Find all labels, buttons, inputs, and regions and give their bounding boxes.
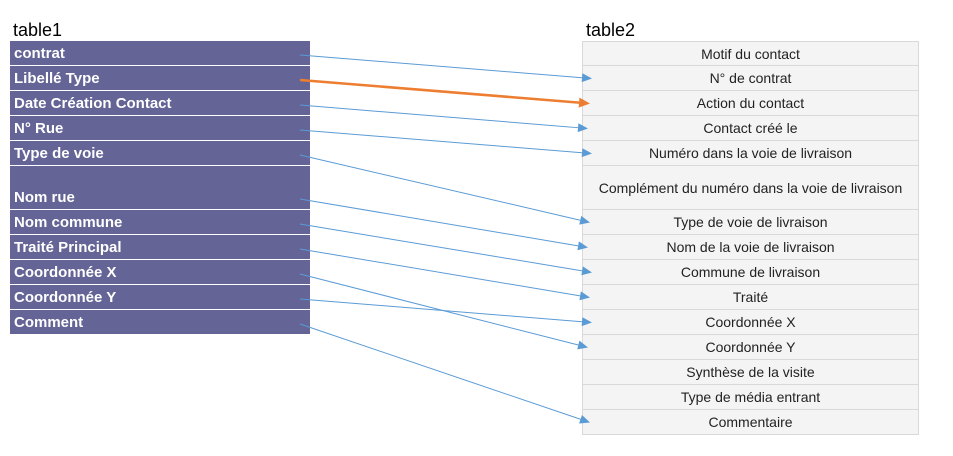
table1-title: table1	[13, 20, 63, 40]
arrowhead-icon	[577, 241, 588, 251]
mapping-arrow-line	[299, 129, 583, 154]
source-field-comment[interactable]: Comment	[10, 310, 310, 335]
source-field-type-de-voie[interactable]: Type de voie	[10, 141, 310, 166]
target-field-complement-numero-voie[interactable]: Complément du numéro dans la voie de liv…	[582, 166, 919, 210]
target-field-action-du-contact[interactable]: Action du contact	[582, 91, 919, 116]
target-field-motif-du-contact[interactable]: Motif du contact	[582, 41, 919, 66]
target-field-commentaire[interactable]: Commentaire	[582, 410, 919, 435]
arrowhead-icon	[581, 266, 592, 276]
source-table: contrat Libellé Type Date Création Conta…	[10, 41, 310, 335]
mapping-arrow-line	[299, 248, 581, 297]
target-field-coordonnee-x[interactable]: Coordonnée X	[582, 310, 919, 335]
arrowhead-icon	[581, 148, 592, 158]
arrowhead-icon	[579, 415, 590, 424]
mapping-arrow-line	[299, 54, 583, 79]
target-field-type-media-entrant[interactable]: Type de média entrant	[582, 385, 919, 410]
target-field-numero-voie-livraison[interactable]: Numéro dans la voie de livraison	[582, 141, 919, 166]
arrowhead-icon	[578, 97, 590, 108]
target-field-commune-livraison[interactable]: Commune de livraison	[582, 260, 919, 285]
mapping-arrow-line	[299, 198, 579, 247]
source-field-date-creation-contact[interactable]: Date Création Contact	[10, 91, 310, 116]
arrowhead-icon	[579, 291, 590, 301]
arrowhead-icon	[579, 215, 590, 225]
source-field-nom-commune[interactable]: Nom commune	[10, 210, 310, 235]
source-field-traite-principal[interactable]: Traité Principal	[10, 235, 310, 260]
source-field-coordonnee-x[interactable]: Coordonnée X	[10, 260, 310, 285]
arrowhead-icon	[581, 317, 592, 327]
target-field-synthese-visite[interactable]: Synthèse de la visite	[582, 360, 919, 385]
arrowhead-icon	[577, 340, 588, 350]
target-table: Motif du contact N° de contrat Action du…	[582, 41, 919, 435]
source-field-libelle-type[interactable]: Libellé Type	[10, 66, 310, 91]
mapping-arrow-line	[299, 323, 581, 420]
mapping-arrow-line	[299, 298, 583, 323]
source-field-contrat[interactable]: contrat	[10, 41, 310, 66]
table2-title: table2	[586, 20, 636, 40]
arrowhead-icon	[577, 123, 588, 133]
target-field-contact-cree-le[interactable]: Contact créé le	[582, 116, 919, 141]
mapping-arrow-line	[299, 78, 580, 104]
source-field-numero-rue[interactable]: N° Rue	[10, 116, 310, 141]
source-field-coordonnee-y[interactable]: Coordonnée Y	[10, 285, 310, 310]
mapping-arrow-line	[299, 154, 581, 221]
mapping-arrow-line	[299, 223, 583, 272]
target-field-type-de-voie-livraison[interactable]: Type de voie de livraison	[582, 210, 919, 235]
arrowhead-icon	[581, 73, 592, 83]
source-field-nom-rue[interactable]: Nom rue	[10, 166, 310, 210]
mapping-arrow-line	[299, 273, 579, 346]
mapping-arrow-line	[299, 104, 579, 129]
target-field-numero-de-contrat[interactable]: N° de contrat	[582, 66, 919, 91]
target-field-nom-voie-livraison[interactable]: Nom de la voie de livraison	[582, 235, 919, 260]
